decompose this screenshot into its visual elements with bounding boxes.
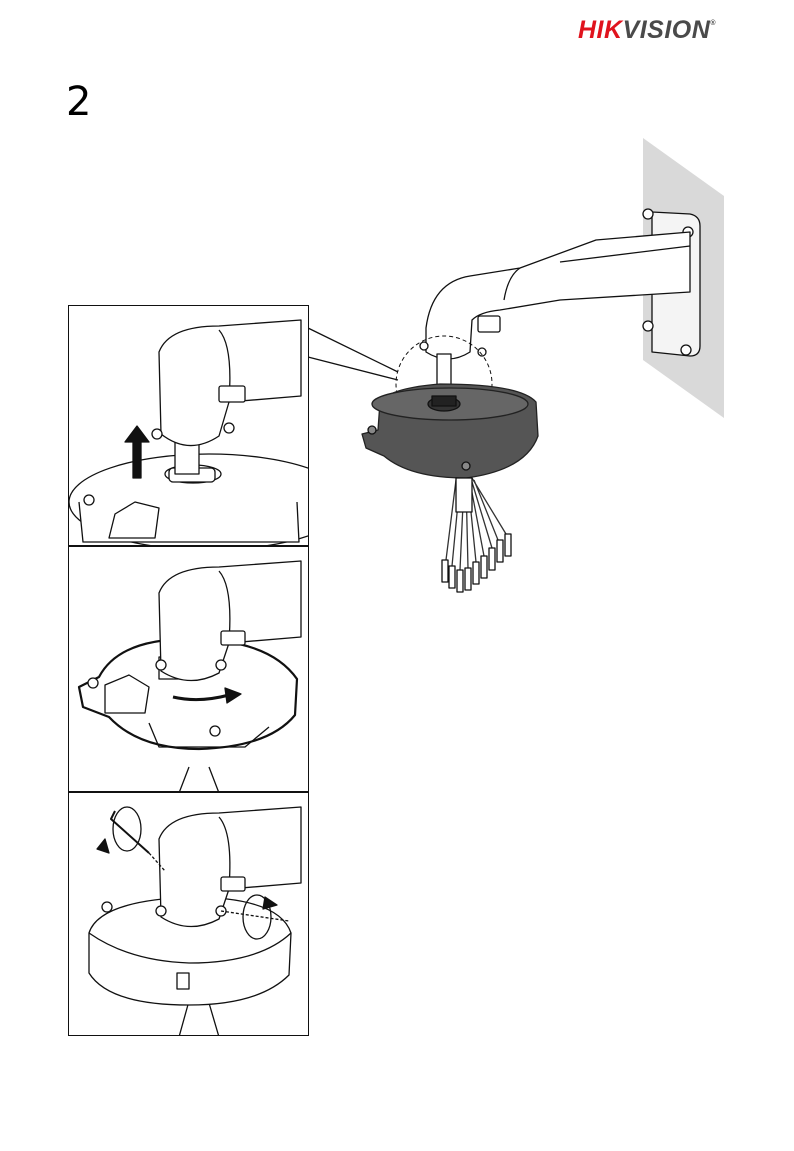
panel-tighten-screws — [68, 792, 309, 1036]
lift-adapter-icon — [69, 306, 309, 546]
tighten-screws-icon — [69, 793, 309, 1036]
panel-lift-adapter — [68, 305, 309, 546]
rotate-adapter-icon — [69, 547, 309, 792]
panel-rotate-adapter — [68, 546, 309, 792]
